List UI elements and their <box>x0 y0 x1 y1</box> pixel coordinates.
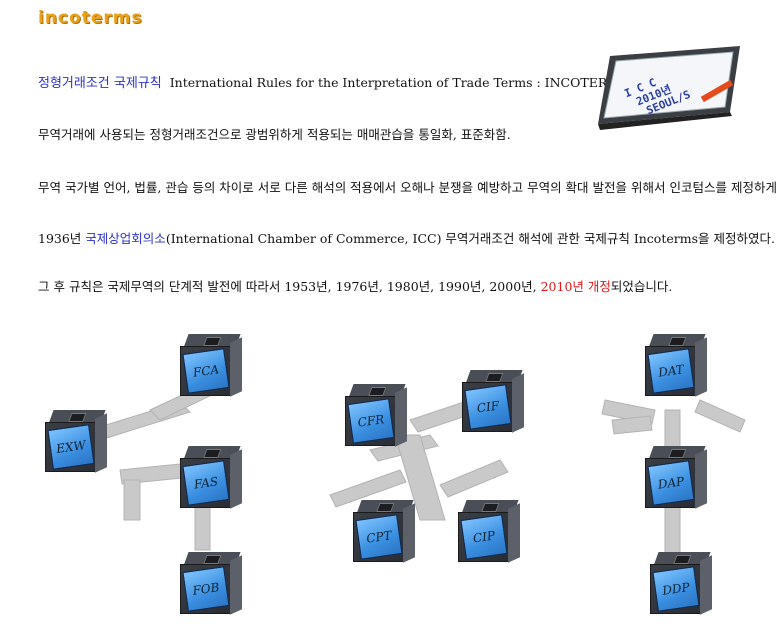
term-label-dap: DAP <box>647 460 695 506</box>
history-rest: (International Chamber of Commerce, ICC)… <box>165 231 775 246</box>
term-box-dap[interactable]: DAP <box>645 446 709 509</box>
incoterms-logo: incoterms <box>38 8 143 28</box>
reason-line: 무역 국가별 언어, 법률, 관습 등의 차이로 서로 다른 해석의 적용에서 … <box>38 180 780 195</box>
revision-2010: 2010년 개정 <box>540 279 611 294</box>
pen-icon <box>700 79 734 103</box>
term-label-dat: DAT <box>647 348 695 394</box>
term-box-ddp[interactable]: DDP <box>650 552 714 615</box>
term-label-cif: CIF <box>464 384 512 430</box>
term-box-cif[interactable]: CIF <box>462 370 526 433</box>
term-box-exw[interactable]: EXW <box>45 410 109 473</box>
term-label-cip: CIP <box>460 514 508 560</box>
term-box-fob[interactable]: FOB <box>180 552 244 615</box>
purpose-line: 무역거래에 사용되는 정형거래조건으로 광범위하게 적용되는 매매관습을 통일화… <box>38 127 511 142</box>
icc-link[interactable]: 국제상업회의소 <box>85 231 166 246</box>
term-box-fca[interactable]: FCA <box>180 334 244 397</box>
term-box-cip[interactable]: CIP <box>458 500 522 563</box>
incoterms-diagram: EXW FCA FAS FOB CFR CIF CPT CIP DAT DAP … <box>0 320 780 620</box>
history-line: 1936년 국제상업회의소(International Chamber of C… <box>38 228 775 247</box>
revision-end: 되었습니다. <box>610 279 673 294</box>
rules-term: 정형거래조건 국제규칙 <box>38 76 162 91</box>
term-label-fca: FCA <box>182 348 230 394</box>
definition-line: 정형거래조건 국제규칙 International Rules for the I… <box>38 72 629 91</box>
term-box-cfr[interactable]: CFR <box>345 384 409 447</box>
term-label-ddp: DDP <box>652 566 700 612</box>
term-label-fas: FAS <box>182 460 230 506</box>
term-label-exw: EXW <box>47 424 95 470</box>
revision-years: 그 후 규칙은 국제무역의 단계적 발전에 따라서 1953년, 1976년, … <box>38 279 541 294</box>
term-label-fob: FOB <box>182 566 230 612</box>
rules-english: International Rules for the Interpretati… <box>169 75 629 90</box>
icc-board-image: I C C 2010년 SEOUL/S <box>598 46 740 130</box>
term-box-cpt[interactable]: CPT <box>353 500 417 563</box>
history-year: 1936년 <box>38 231 86 246</box>
term-label-cpt: CPT <box>355 514 403 560</box>
revision-line: 그 후 규칙은 국제무역의 단계적 발전에 따라서 1953년, 1976년, … <box>38 276 672 295</box>
term-box-dat[interactable]: DAT <box>645 334 709 397</box>
term-label-cfr: CFR <box>347 398 395 444</box>
term-box-fas[interactable]: FAS <box>180 446 244 509</box>
